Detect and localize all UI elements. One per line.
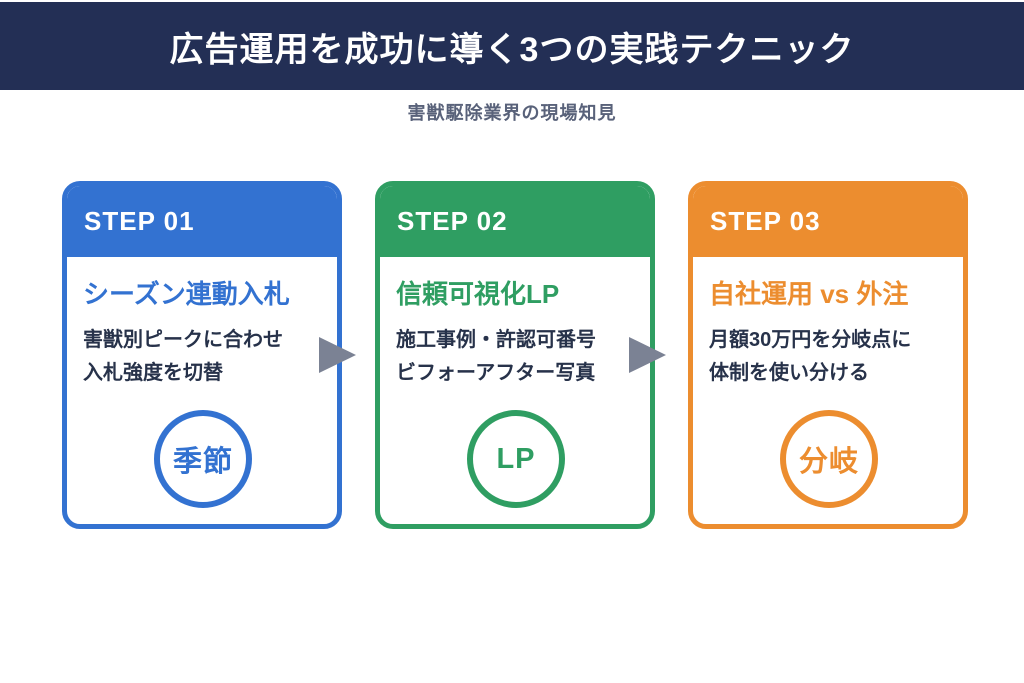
- step-description-line: 施工事例・許認可番号: [396, 329, 596, 351]
- step-label: STEP 01: [84, 206, 195, 236]
- step-card-3-body: 自社運用 vs 外注 月額30万円を分岐点に 体制を使い分ける 分岐: [693, 257, 963, 524]
- step-label: STEP 02: [397, 206, 508, 236]
- step-card-3: STEP 03 自社運用 vs 外注 月額30万円を分岐点に 体制を使い分ける …: [688, 181, 968, 529]
- badge-circle: 分岐: [780, 410, 878, 508]
- step-card-2-header: STEP 02: [380, 186, 650, 257]
- step-title: シーズン連動入札: [83, 279, 290, 309]
- step-label: STEP 03: [710, 206, 821, 236]
- badge-circle: LP: [467, 410, 565, 508]
- step-card-2-body: 信頼可視化LP 施工事例・許認可番号 ビフォーアフター写真 LP: [380, 257, 650, 524]
- step-card-2: STEP 02 信頼可視化LP 施工事例・許認可番号 ビフォーアフター写真 LP: [375, 181, 655, 529]
- step-description-line: 害獣別ピークに合わせ: [83, 329, 283, 351]
- step-description: 施工事例・許認可番号 ビフォーアフター写真: [396, 324, 636, 390]
- step-card-1: STEP 01 シーズン連動入札 害獣別ピークに合わせ 入札強度を切替 季節: [62, 181, 342, 529]
- step-description-line: 体制を使い分ける: [709, 362, 869, 384]
- step-card-3-header: STEP 03: [693, 186, 963, 257]
- arrow-right-icon: [319, 337, 356, 373]
- page-subtitle: 害獣駆除業界の現場知見: [407, 103, 617, 123]
- step-card-1-body: シーズン連動入札 害獣別ピークに合わせ 入札強度を切替 季節: [67, 257, 337, 524]
- step-description: 害獣別ピークに合わせ 入札強度を切替: [83, 324, 323, 390]
- badge-label: LP: [496, 442, 536, 475]
- page-title: 広告運用を成功に導く3つの実践テクニック: [169, 30, 855, 69]
- badge-label: 分岐: [798, 446, 859, 478]
- step-description: 月額30万円を分岐点に 体制を使い分ける: [709, 324, 949, 390]
- steps-row: STEP 01 シーズン連動入札 害獣別ピークに合わせ 入札強度を切替 季節 S…: [62, 181, 968, 529]
- step-description-line: 入札強度を切替: [83, 362, 223, 384]
- step-description-line: 月額30万円を分岐点に: [709, 329, 912, 351]
- header-banner: 広告運用を成功に導く3つの実践テクニック: [0, 2, 1024, 90]
- badge-label: 季節: [172, 446, 233, 478]
- step-title: 信頼可視化LP: [396, 279, 560, 309]
- step-description-line: ビフォーアフター写真: [396, 362, 596, 384]
- step-title: 自社運用 vs 外注: [709, 279, 909, 309]
- badge-circle: 季節: [154, 410, 252, 508]
- step-card-1-header: STEP 01: [67, 186, 337, 257]
- arrow-right-icon: [629, 337, 666, 373]
